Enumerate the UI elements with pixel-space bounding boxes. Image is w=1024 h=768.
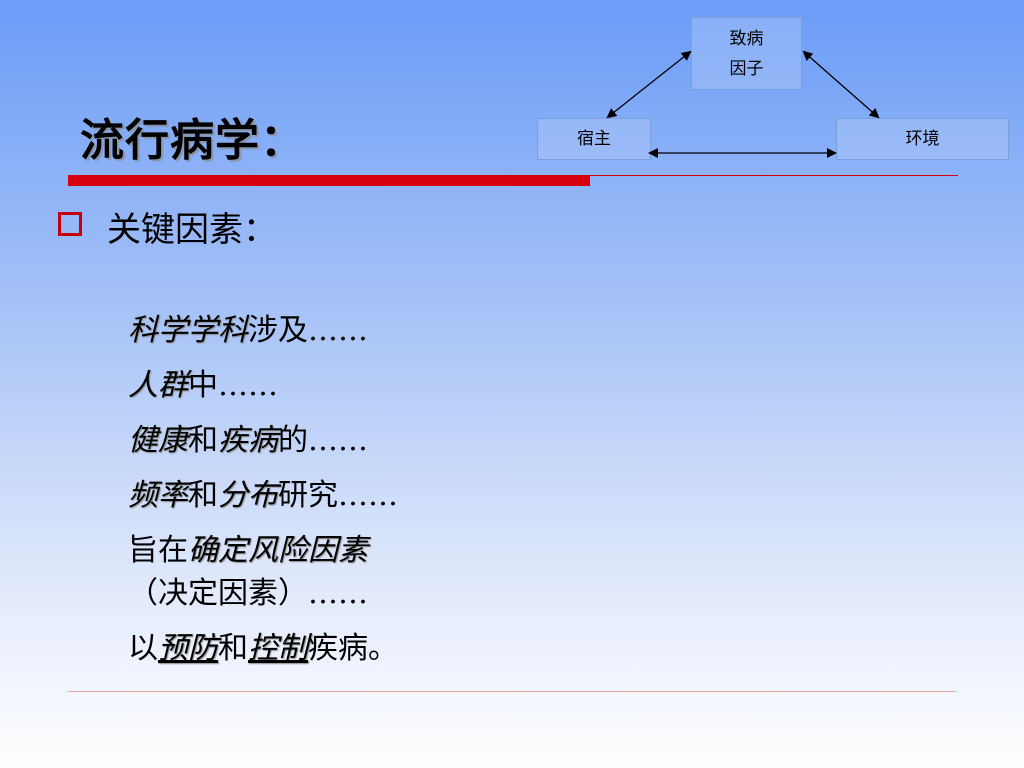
plain-text: 的…… (278, 423, 368, 458)
emphasis-text: 健康 (128, 423, 188, 458)
definition-line-7: 以预防和控制疾病。 (128, 623, 398, 667)
slide-title: 流行病学： (80, 115, 305, 166)
agent-label-line2: 因子 (729, 59, 764, 79)
key-factors-heading: 关键因素： (107, 210, 277, 250)
emphasis-text: 分布 (218, 478, 278, 513)
emphasis-text: 疾病 (218, 423, 278, 458)
definition-line-4: 频率和分布研究…… (128, 470, 398, 514)
plain-text: 和 (188, 478, 218, 513)
plain-text: 和 (188, 423, 218, 458)
plain-text: 研究…… (278, 478, 398, 513)
definition-line-3: 健康和疾病的…… (128, 415, 368, 459)
title-underline-thick (68, 175, 590, 186)
agent-box: 致病 因子 (691, 17, 802, 90)
plain-text: 和 (218, 631, 248, 666)
emphasis-text: 科学学科 (128, 313, 248, 348)
arrow-agent-environment (802, 50, 880, 119)
plain-text: 涉及…… (248, 313, 368, 348)
plain-text: （决定因素）…… (128, 576, 368, 611)
agent-label-line1: 致病 (729, 29, 764, 49)
arrow-agent-host (606, 50, 692, 119)
square-bullet-icon (58, 212, 82, 236)
definition-line-1: 科学学科涉及…… (128, 305, 368, 349)
definition-line-5: 旨在确定风险因素 (128, 525, 368, 569)
environment-box: 环境 (836, 118, 1009, 160)
definition-line-6: （决定因素）…… (128, 568, 368, 612)
plain-text: 中…… (188, 368, 278, 403)
host-box: 宿主 (537, 118, 651, 160)
plain-text: 以 (128, 631, 158, 666)
emphasis-text: 人群 (128, 368, 188, 403)
plain-text: 旨在 (128, 533, 188, 568)
emphasis-text: 控制 (248, 631, 308, 666)
emphasis-text: 确定风险因素 (188, 533, 368, 568)
emphasis-text: 频率 (128, 478, 188, 513)
title-underline-thin (590, 175, 958, 176)
emphasis-text: 预防 (158, 631, 218, 666)
bottom-divider (68, 691, 956, 692)
definition-line-2: 人群中…… (128, 360, 278, 404)
plain-text: 疾病。 (308, 631, 398, 666)
